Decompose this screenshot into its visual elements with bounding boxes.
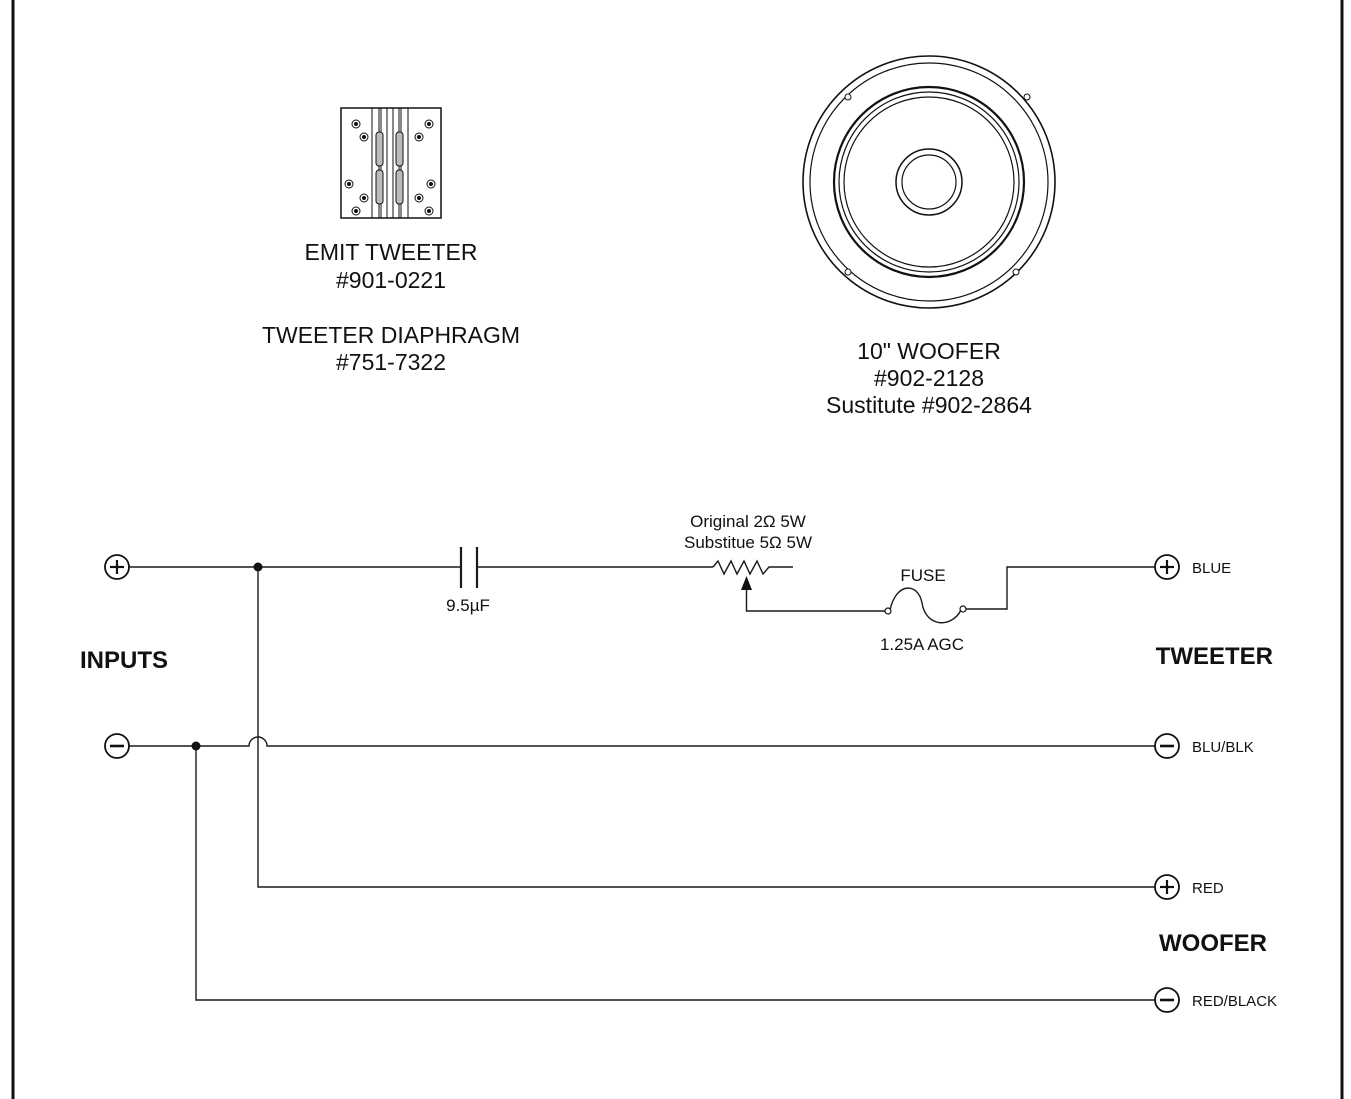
woofer-name: 10" WOOFER xyxy=(857,338,1001,364)
fuse-to-tweeter-wire xyxy=(966,566,1155,610)
tweeter-negative-wire xyxy=(129,736,1155,747)
tweeter-part-number: #901-0221 xyxy=(336,267,446,293)
woofer-section-label: WOOFER xyxy=(1159,930,1267,957)
tweeter-negative-color: BLU/BLK xyxy=(1192,739,1254,756)
woofer-part-number: #902-2128 xyxy=(874,365,984,391)
resistor-wiper-arrow xyxy=(741,576,752,590)
resistor-original: Original 2Ω 5W xyxy=(690,512,806,531)
fuse-rating: 1.25A AGC xyxy=(880,635,964,654)
woofer-substitute: Sustitute #902-2864 xyxy=(826,392,1032,418)
woofer-drawing xyxy=(802,55,1056,309)
woofer-negative-color: RED/BLACK xyxy=(1192,993,1277,1010)
woofer-negative-terminal xyxy=(1154,987,1180,1013)
tweeter-positive-color: BLUE xyxy=(1192,560,1231,577)
input-positive-terminal xyxy=(104,554,130,580)
diaphragm-name: TWEETER DIAPHRAGM xyxy=(262,322,520,348)
tweeter-drawing xyxy=(340,107,442,219)
woofer-positive-terminal xyxy=(1154,874,1180,900)
inputs-label: INPUTS xyxy=(80,647,168,674)
tweeter-negative-terminal xyxy=(1154,733,1180,759)
capacitor-value: 9.5µF xyxy=(446,596,490,615)
resistor-symbol xyxy=(712,559,793,576)
input-negative-terminal xyxy=(104,733,130,759)
woofer-positive-color: RED xyxy=(1192,880,1224,897)
tweeter-name: EMIT TWEETER xyxy=(305,239,478,265)
fuse-symbol xyxy=(884,587,967,624)
fuse-label: FUSE xyxy=(900,566,945,585)
capacitor-symbol xyxy=(459,547,479,588)
woofer-negative-wire xyxy=(195,746,1155,1001)
woofer-positive-wire xyxy=(257,567,1155,888)
wiper-to-fuse-wire xyxy=(745,590,885,612)
tweeter-section-label: TWEETER xyxy=(1156,643,1273,670)
diaphragm-part-number: #751-7322 xyxy=(336,349,446,375)
resistor-substitute: Substitue 5Ω 5W xyxy=(684,533,812,552)
tweeter-positive-terminal xyxy=(1154,554,1180,580)
